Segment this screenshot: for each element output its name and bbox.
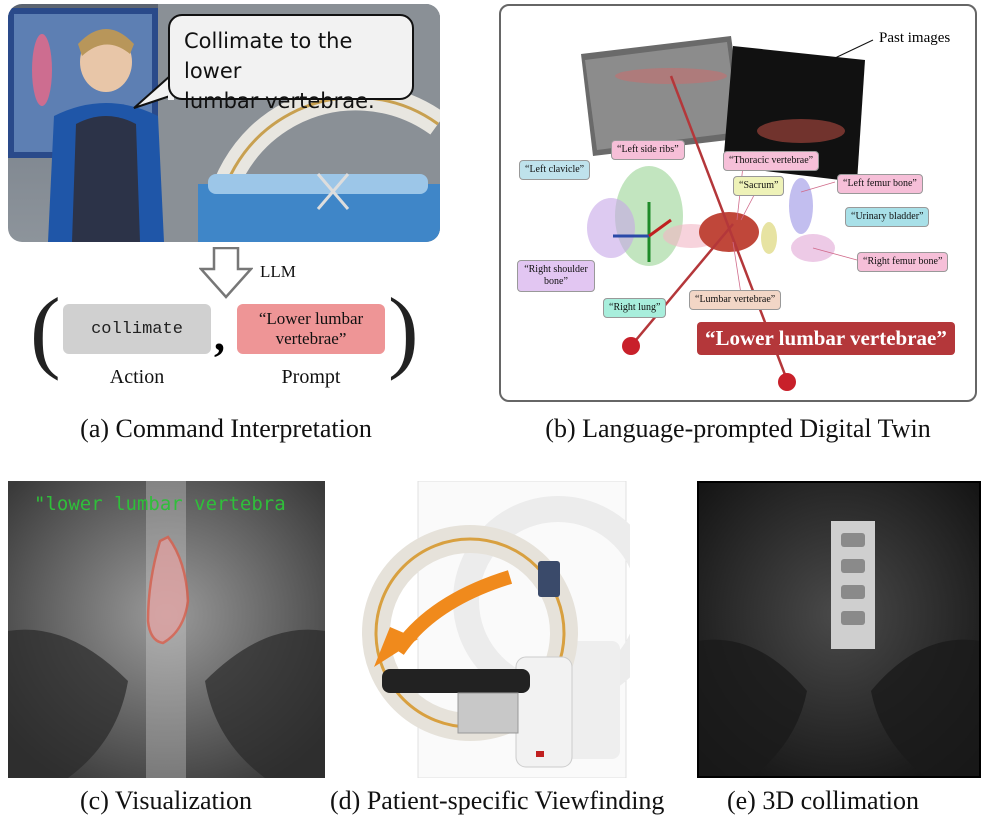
c-arm-viewfinding [362,480,663,779]
caption-e: (e) 3D collimation [726,786,920,815]
overlay-label: "lower lumbar vertebra [34,493,286,515]
tag-urinary-bladder: “Urinary bladder” [845,207,930,227]
action-value: collimate [63,304,211,354]
digital-twin-panel: Past images “Left side ribs” “Thoracic v… [499,4,977,402]
tag-thoracic-vertebrae: “Thoracic vertebrae” [723,151,820,171]
caption-a: (a) Command Interpretation [80,414,372,443]
xray-collimation [697,481,981,778]
caption-b: (b) Language-prompted Digital Twin [545,414,931,443]
comma: , [214,311,225,360]
prompt-label: Prompt [281,366,341,388]
open-paren: ( [30,279,61,381]
tag-right-femur-bone: “Right femur bone” [857,252,949,272]
tag-right-shoulder-bone: “Right shoulder bone” [517,260,595,292]
past-images-label: Past images [879,30,951,46]
prompt-value: “Lower lumbar vertebrae” [237,304,385,354]
down-arrow-icon [198,246,254,304]
tag-sacrum: “Sacrum” [733,176,785,196]
caption-d: (d) Patient-specific Viewfinding [330,786,665,815]
tag-lumbar-vertebrae: “Lumbar vertebrae” [689,290,782,310]
skeleton-model [587,166,835,266]
past-image-1 [581,36,745,156]
tag-right-lung: “Right lung” [603,298,667,318]
speech-bubble: Collimate to the lower lumbar vertebrae. [168,14,414,113]
highlight-tag-lower-lumbar: “Lower lumbar vertebrae” [697,322,955,355]
tag-left-side-ribs: “Left side ribs” [611,140,685,160]
speech-line-2: lumbar vertebrae. [184,89,375,113]
past-image-2 [723,46,865,182]
tag-left-clavicle: “Left clavicle” [519,160,591,180]
xray-visualization: "lower lumbar vertebra [8,481,325,778]
close-paren: ) [388,279,419,381]
tag-left-femur-bone: “Left femur bone” [837,174,923,194]
caption-c: (c) Visualization [80,786,252,815]
speech-line-1: Collimate to the lower [184,29,353,83]
action-label: Action [109,366,165,388]
llm-label: LLM [260,262,296,281]
